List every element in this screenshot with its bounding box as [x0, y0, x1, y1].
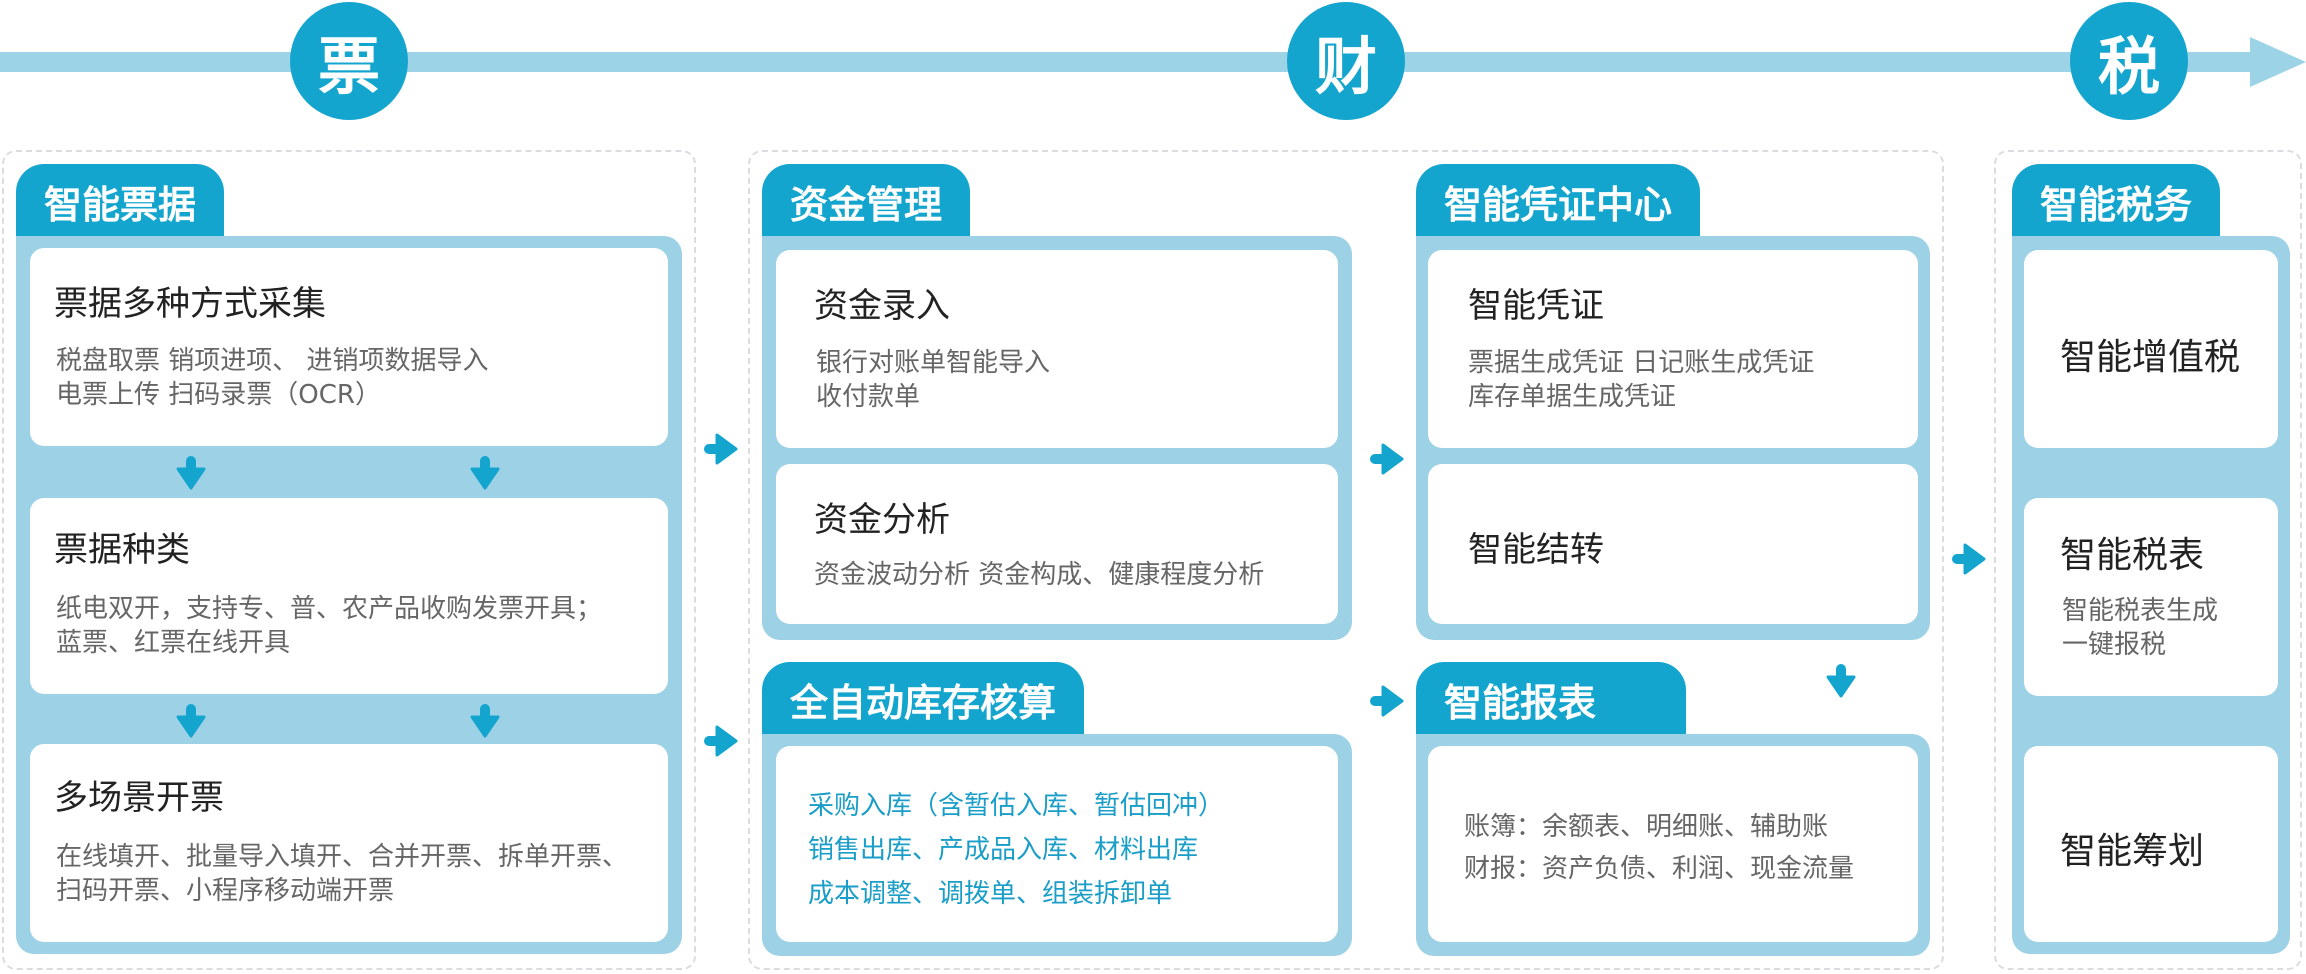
tab-inventory-accounting: 全自动库存核算 [762, 662, 1085, 736]
tab-smart-invoice: 智能票据 [16, 164, 225, 238]
tab-voucher-center: 智能凭证中心 [1416, 164, 1701, 238]
arrow-down-icon [176, 456, 206, 490]
card-line: 电票上传 扫码录票（OCR） [56, 380, 381, 410]
section-invoice [2, 150, 696, 970]
card-inventory: 采购入库（含暂估入库、暂估回冲） 销售出库、产成品入库、材料出库 成本调整、调拨… [776, 746, 1338, 942]
arrow-right-icon [1370, 442, 1404, 476]
tab-smart-reports: 智能报表 [1416, 662, 1687, 736]
card-line: 收付款单 [816, 382, 921, 412]
card-title: 资金录入 [814, 286, 950, 326]
card-fund-analysis: 资金分析 资金波动分析 资金构成、健康程度分析 [776, 464, 1338, 624]
timeline-arrow-icon [2250, 37, 2306, 87]
card-reports: 账簿：余额表、明细账、辅助账 财报：资产负债、利润、现金流量 [1428, 746, 1918, 942]
report-line: 账簿：余额表、明细账、辅助账 [1464, 812, 1829, 842]
card-line: 资金波动分析 资金构成、健康程度分析 [814, 560, 1265, 590]
card-line: 票据生成凭证 日记账生成凭证 [1468, 348, 1815, 378]
card-title: 智能凭证 [1468, 286, 1604, 326]
card-line: 蓝票、红票在线开具 [56, 628, 291, 658]
stage-finance: 财 [1287, 2, 1405, 120]
card-line: 扫码开票、小程序移动端开票 [56, 876, 395, 906]
report-line: 财报：资产负债、利润、现金流量 [1464, 854, 1855, 884]
card-line: 智能税表生成 [2062, 596, 2219, 626]
tab-fund-management: 资金管理 [762, 164, 971, 238]
card-invoice-types: 票据种类 纸电双开，支持专、普、农产品收购发票开具； 蓝票、红票在线开具 [30, 498, 668, 694]
card-title: 智能税表 [2060, 535, 2205, 576]
arrow-right-icon [704, 432, 738, 466]
arrow-right-icon [704, 724, 738, 758]
card-title: 多场景开票 [54, 778, 224, 818]
card-title: 智能筹划 [2060, 831, 2205, 872]
inventory-line: 采购入库（含暂估入库、暂估回冲） [808, 791, 1225, 821]
card-title: 智能结转 [1468, 530, 1604, 570]
card-line: 税盘取票 销项进项、 进销项数据导入 [56, 346, 489, 376]
arrow-down-icon [176, 704, 206, 738]
card-smart-planning: 智能筹划 [2024, 746, 2278, 942]
card-smart-tax-forms: 智能税表 智能税表生成 一键报税 [2024, 498, 2278, 696]
inventory-line: 成本调整、调拨单、组装拆卸单 [808, 879, 1173, 909]
card-multi-scene-invoicing: 多场景开票 在线填开、批量导入填开、合并开票、拆单开票、 扫码开票、小程序移动端… [30, 744, 668, 942]
card-smart-vat: 智能增值税 [2024, 250, 2278, 448]
tab-smart-tax: 智能税务 [2012, 164, 2221, 238]
timeline-bar [0, 52, 2262, 72]
card-line: 在线填开、批量导入填开、合并开票、拆单开票、 [56, 842, 629, 872]
card-title: 智能增值税 [2060, 337, 2241, 378]
card-title: 票据多种方式采集 [54, 284, 326, 324]
stage-tax: 税 [2070, 2, 2188, 120]
section-tax [1994, 150, 2302, 970]
inventory-line: 销售出库、产成品入库、材料出库 [808, 835, 1199, 865]
section-finance [748, 150, 1944, 970]
card-line: 银行对账单智能导入 [816, 348, 1051, 378]
card-fund-entry: 资金录入 银行对账单智能导入 收付款单 [776, 250, 1338, 448]
card-line: 纸电双开，支持专、普、农产品收购发票开具； [56, 594, 603, 624]
card-line: 库存单据生成凭证 [1468, 382, 1677, 412]
card-invoice-collection: 票据多种方式采集 税盘取票 销项进项、 进销项数据导入 电票上传 扫码录票（OC… [30, 248, 668, 446]
arrow-right-icon [1370, 684, 1404, 718]
arrow-down-icon [470, 704, 500, 738]
card-title: 资金分析 [814, 500, 950, 540]
card-title: 票据种类 [54, 530, 190, 570]
card-smart-carryover: 智能结转 [1428, 464, 1918, 624]
card-line: 一键报税 [2062, 630, 2167, 660]
arrow-down-icon [470, 456, 500, 490]
arrow-right-icon [1952, 542, 1986, 576]
stage-invoice: 票 [290, 2, 408, 120]
arrow-down-icon [1826, 664, 1856, 698]
card-smart-voucher: 智能凭证 票据生成凭证 日记账生成凭证 库存单据生成凭证 [1428, 250, 1918, 448]
